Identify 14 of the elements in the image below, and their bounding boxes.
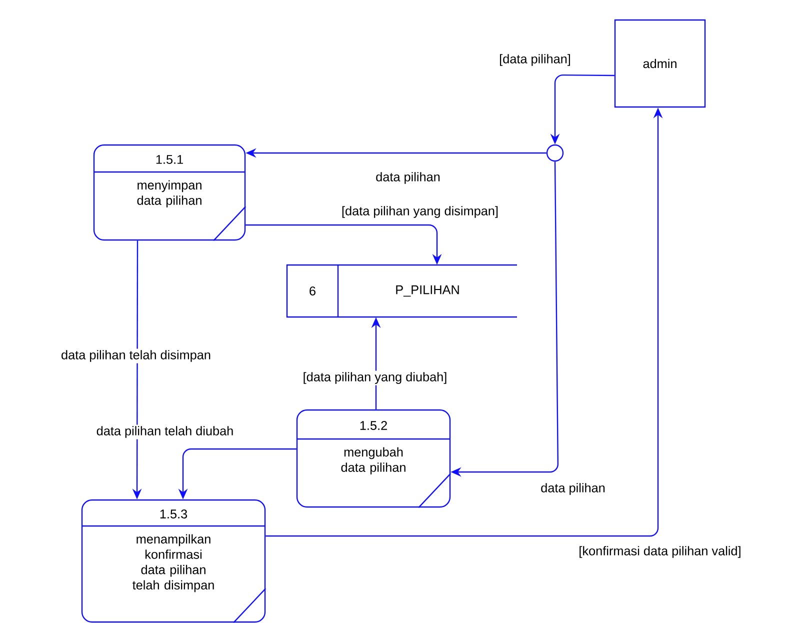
process-box: 1.5.3 menampilkan konfirmasi data pilihan telah disimpan — [81, 499, 266, 623]
edge-label: data pilihan — [539, 482, 607, 496]
data-store: 6 P_PILIHAN — [286, 264, 517, 318]
edge-label: [konfirmasi data pilihan valid] — [577, 544, 743, 560]
entity-box: admin — [614, 19, 706, 108]
edge-label: data pilihan — [374, 170, 442, 186]
edge-label: [data pilihan yang diubah] — [302, 370, 449, 386]
process-box: 1.5.2 mengubah data pilihan — [296, 409, 452, 508]
process-box: 1.5.1 menyimpan data pilihan — [93, 144, 246, 241]
edge-label: [data pilihan yang disimpan] — [340, 204, 500, 220]
junction-circle — [546, 144, 564, 162]
edge-label: data pilihan telah diubah — [95, 424, 235, 440]
edge-label: data pilihan telah disimpan — [60, 348, 212, 364]
edge-label: [data pilihan] — [498, 52, 572, 68]
